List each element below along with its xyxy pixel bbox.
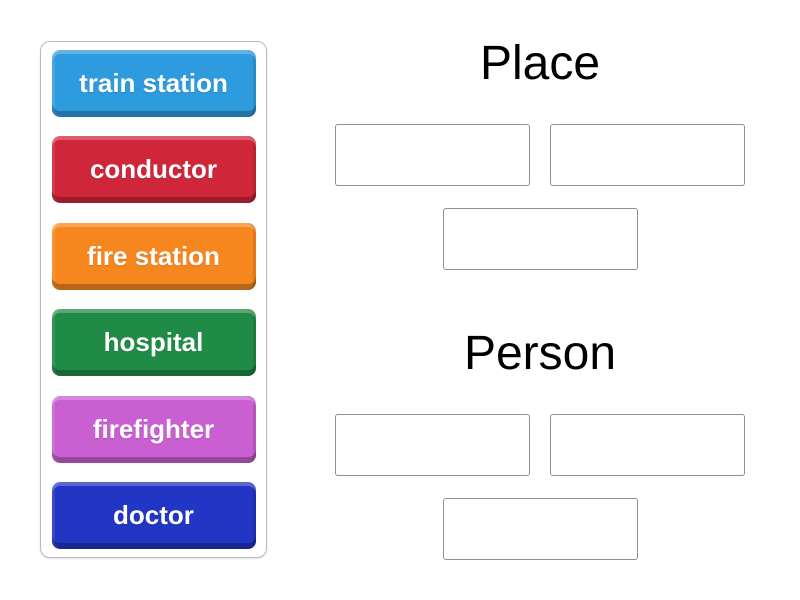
drop-slot-person-2[interactable] xyxy=(550,414,745,476)
word-tile[interactable]: conductor xyxy=(51,136,256,204)
category-person: Person xyxy=(335,326,745,560)
word-tile[interactable]: firefighter xyxy=(51,395,256,463)
drop-slot-place-2[interactable] xyxy=(550,124,745,186)
word-tile[interactable]: fire station xyxy=(51,222,256,290)
word-tile-label: fire station xyxy=(87,240,220,271)
word-tile-label: doctor xyxy=(113,499,194,530)
person-slot-row-2 xyxy=(335,498,745,560)
drop-slot-place-3[interactable] xyxy=(442,208,638,270)
word-tile[interactable]: hospital xyxy=(51,309,256,377)
word-tile[interactable]: doctor xyxy=(51,481,256,549)
word-tile-label: firefighter xyxy=(92,413,215,444)
place-slot-row-1 xyxy=(335,124,745,186)
word-tile-label: train station xyxy=(79,68,228,98)
word-tile-label: hospital xyxy=(103,327,204,358)
person-slot-row-1 xyxy=(335,414,745,476)
drop-slot-place-1[interactable] xyxy=(335,124,530,186)
word-tray: train station conductor fire station hos… xyxy=(40,41,267,558)
drop-slot-person-1[interactable] xyxy=(335,414,530,476)
place-slot-row-2 xyxy=(335,208,745,270)
category-person-heading: Person xyxy=(463,327,617,380)
category-place-heading: Place xyxy=(479,37,601,90)
word-tile-label: conductor xyxy=(89,154,218,185)
drop-slot-person-3[interactable] xyxy=(442,498,638,560)
category-place: Place xyxy=(335,36,745,270)
word-tile[interactable]: train station xyxy=(51,50,256,117)
